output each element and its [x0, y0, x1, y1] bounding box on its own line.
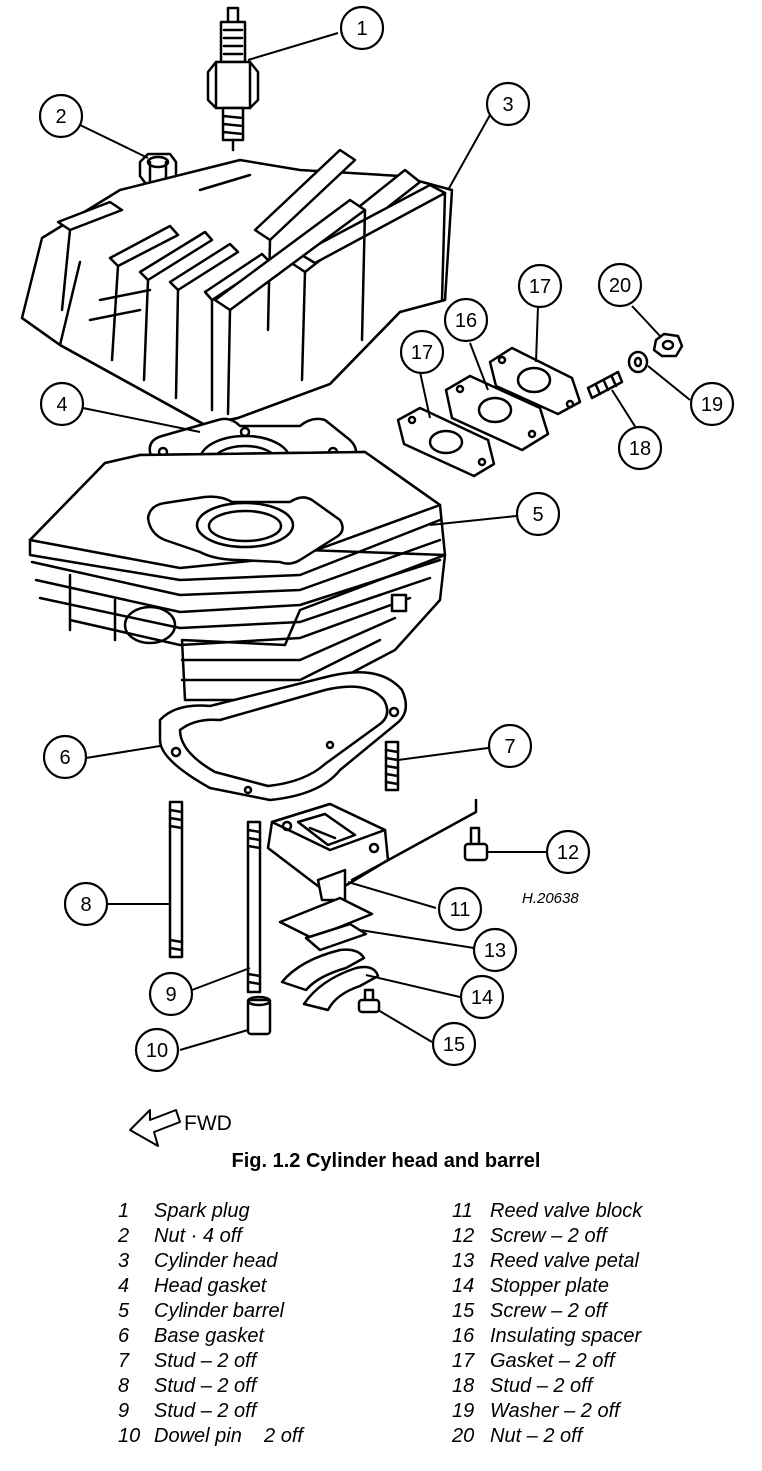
stud-8-part	[168, 800, 184, 959]
gasket-17b-part	[488, 346, 582, 416]
stud-7-part	[384, 740, 400, 792]
base-gasket-part	[158, 670, 408, 802]
reed-valve-block-part	[266, 802, 390, 902]
callout-10: 10	[146, 1040, 168, 1062]
insulating-spacer-part	[444, 374, 550, 452]
reed-valve-petal-part	[278, 896, 374, 952]
callout-18: 18	[629, 438, 651, 460]
cylinder-barrel-part	[28, 450, 447, 702]
stud-18-part	[586, 370, 624, 400]
callout-6: 6	[59, 747, 70, 769]
callout-13: 13	[484, 940, 506, 962]
screw-15-part	[357, 988, 381, 1014]
callout-9: 9	[165, 984, 176, 1006]
callout-1: 1	[356, 18, 367, 40]
callout-17b: 17	[529, 276, 551, 298]
exploded-diagram: 1 2 3 4 5 6 7 8 9 10 11 12 13 14 15 16 1…	[20, 5, 735, 1073]
callout-3: 3	[502, 94, 513, 116]
figure-caption: Fig. 1.2 Cylinder head and barrel	[231, 1150, 541, 1172]
callout-circles	[38, 5, 735, 1073]
screw-12-part	[463, 826, 489, 862]
callout-2: 2	[55, 106, 66, 128]
callout-4: 4	[56, 394, 67, 416]
stopper-plate-part	[280, 948, 380, 1012]
stud-9-part	[246, 820, 262, 994]
fwd-label: FWD	[184, 1112, 232, 1135]
callout-17a: 17	[411, 342, 433, 364]
spark-plug-part	[206, 6, 260, 152]
callout-20: 20	[609, 275, 631, 297]
callout-11: 11	[450, 899, 471, 921]
callout-5: 5	[532, 504, 543, 526]
callout-19: 19	[701, 394, 723, 416]
callout-14: 14	[471, 987, 493, 1009]
nut-20-part	[652, 332, 684, 358]
callout-7: 7	[504, 736, 515, 758]
leader-lines	[79, 32, 691, 1051]
cylinder-head-part	[20, 148, 454, 427]
washer-part	[627, 350, 649, 374]
drawing-reference: H.20638	[522, 890, 579, 907]
callout-8: 8	[80, 894, 91, 916]
forward-arrow-icon	[129, 1109, 181, 1147]
dowel-pin-part	[246, 995, 272, 1036]
callout-15: 15	[443, 1034, 465, 1056]
callout-numbers: 1 2 3 4 5 6 7 8 9 10 11 12 13 14 15 16 1…	[55, 18, 723, 1062]
callout-16: 16	[455, 310, 477, 332]
callout-12: 12	[557, 842, 579, 864]
gasket-17a-part	[396, 406, 496, 478]
